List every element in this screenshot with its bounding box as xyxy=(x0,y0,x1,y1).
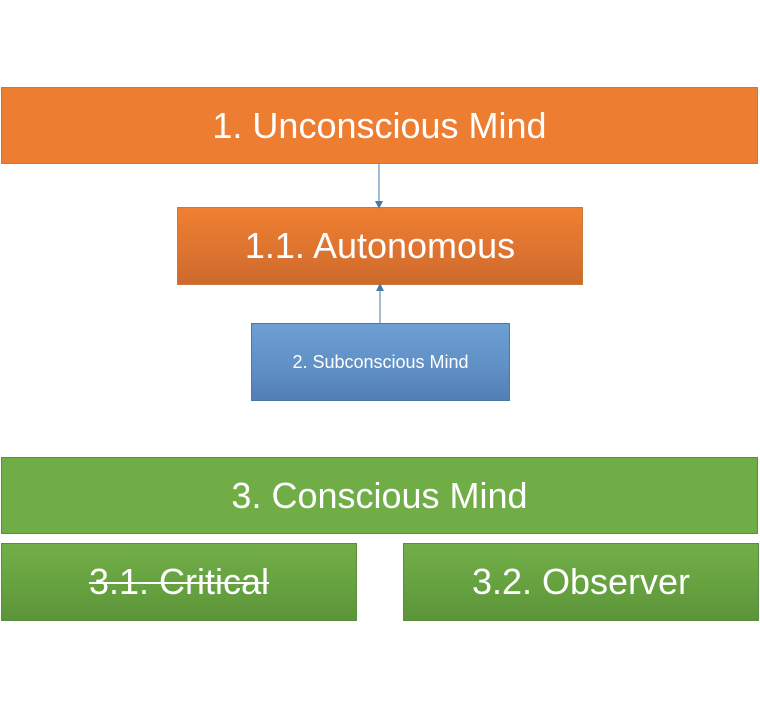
critical-node: 3.1. Critical xyxy=(1,543,357,621)
autonomous-label: 1.1. Autonomous xyxy=(244,225,516,266)
observer-node: 3.2. Observer xyxy=(403,543,759,621)
autonomous-node: 1.1. Autonomous xyxy=(177,207,583,285)
critical-label: 3.1. Critical xyxy=(88,561,270,602)
unconscious-mind-label: 1. Unconscious Mind xyxy=(212,104,547,146)
conscious-mind-node: 3. Conscious Mind xyxy=(1,457,758,534)
unconscious-mind-node: 1. Unconscious Mind xyxy=(1,87,758,164)
subconscious-mind-node: 2. Subconscious Mind xyxy=(251,323,510,401)
subconscious-mind-label: 2. Subconscious Mind xyxy=(292,351,469,372)
observer-label: 3.2. Observer xyxy=(471,561,691,602)
conscious-mind-label: 3. Conscious Mind xyxy=(231,474,528,516)
